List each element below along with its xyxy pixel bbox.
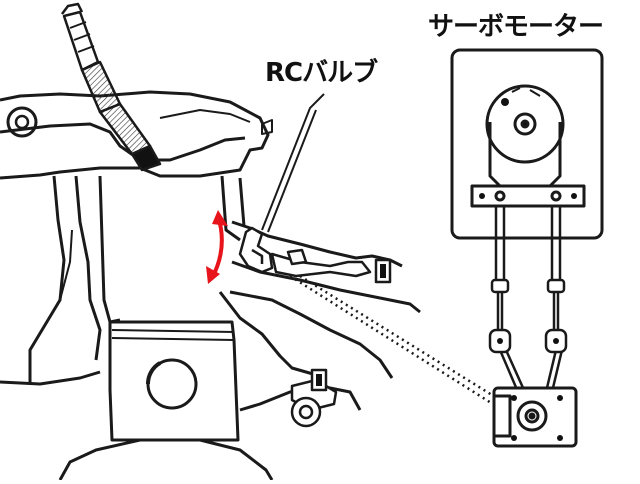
rc-valve-label: RCバルブ (265, 58, 378, 88)
lower-linkage (290, 368, 338, 428)
rc-valve (238, 226, 392, 284)
cylinder-walls (0, 175, 246, 386)
servo-cables (494, 206, 564, 393)
double-headed-arrow-icon (206, 210, 228, 284)
servo-motor-label: サーボモーター (428, 12, 604, 42)
valve-pulley-block (492, 386, 578, 448)
dotted-leader-line (289, 274, 501, 408)
piston (108, 320, 240, 442)
cable-adjusters (488, 278, 568, 354)
spark-plug (61, 2, 162, 172)
rc-valve-leader-line (261, 93, 325, 233)
servo-motor (450, 48, 604, 240)
